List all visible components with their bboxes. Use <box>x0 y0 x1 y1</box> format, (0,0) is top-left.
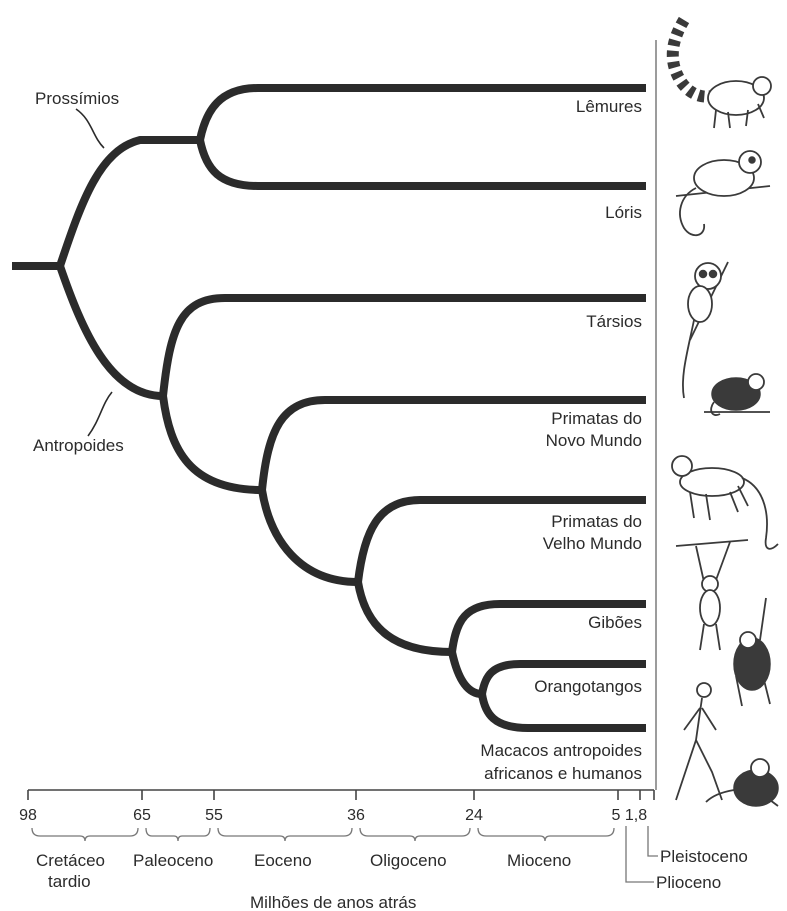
tarsier-branch <box>163 298 646 396</box>
lemurs-label: Lêmures <box>576 97 642 116</box>
hominoid-stem <box>358 582 452 652</box>
epoch-late-cretaceous-line2: tardio <box>48 872 91 891</box>
epoch-miocene: Mioceno <box>507 851 571 870</box>
new-world-label-line2: Novo Mundo <box>546 431 642 450</box>
epoch-oligocene: Oligoceno <box>370 851 447 870</box>
tarsier-icon <box>683 262 728 398</box>
animal-illustrations <box>656 20 778 806</box>
gibbons-label: Gibões <box>588 613 642 632</box>
tick-label-5: 5 <box>612 807 621 824</box>
orangutans-label: Orangotangos <box>534 677 642 696</box>
brace-paleocene <box>146 828 210 841</box>
african-ape-branch <box>482 694 646 728</box>
great-ape-stem <box>452 652 482 694</box>
gibbon-icon <box>676 540 748 650</box>
monkey-icon <box>704 374 770 415</box>
tick-label-24: 24 <box>465 807 483 824</box>
loris-branch <box>200 140 646 186</box>
tick-label-36: 36 <box>347 807 365 824</box>
african-apes-label-line1: Macacos antropoides <box>480 741 642 760</box>
prosimians-label: Prossímios <box>35 89 119 108</box>
tarsiers-label: Társios <box>586 312 642 331</box>
phylogenetic-tree <box>12 88 646 728</box>
taxon-labels: Lêmures Lóris Társios Primatas do Novo M… <box>480 97 642 783</box>
lorises-label: Lóris <box>605 203 642 222</box>
lemur-icon <box>673 20 771 128</box>
anthropoids-label: Antropoides <box>33 436 124 455</box>
axis-title: Milhões de anos atrás <box>250 893 416 911</box>
new-world-label-line1: Primatas do <box>551 409 642 428</box>
epoch-paleocene: Paleoceno <box>133 851 213 870</box>
time-axis: 98 65 55 36 24 5 1,8 Cretáceo tardio Pal… <box>19 790 748 911</box>
tick-label-98: 98 <box>19 807 37 824</box>
pleistocene-leader <box>648 826 658 856</box>
old-world-label-line1: Primatas do <box>551 512 642 531</box>
orangutan-icon <box>734 598 770 706</box>
haplorhine-stem <box>163 396 262 490</box>
epoch-eocene: Eoceno <box>254 851 312 870</box>
tick-label-1-8: 1,8 <box>625 807 647 824</box>
catarrhine-stem <box>262 490 358 582</box>
tick-label-55: 55 <box>205 807 223 824</box>
prosimians-leader-line <box>76 109 104 148</box>
epoch-late-cretaceous-line1: Cretáceo <box>36 851 105 870</box>
brace-miocene <box>478 828 614 841</box>
african-apes-label-line2: africanos e humanos <box>484 764 642 783</box>
tick-label-65: 65 <box>133 807 151 824</box>
epoch-pliocene: Plioceno <box>656 873 721 892</box>
chimpanzee-icon <box>706 759 778 806</box>
epoch-pleistocene: Pleistoceno <box>660 847 748 866</box>
brace-eocene <box>218 828 352 841</box>
guenon-icon <box>672 456 778 549</box>
pliocene-leader <box>626 826 654 882</box>
human-icon <box>676 683 722 800</box>
loris-icon <box>676 151 770 235</box>
prosimian-stem <box>60 140 200 266</box>
old-world-label-line2: Velho Mundo <box>543 534 642 553</box>
brace-oligocene <box>360 828 470 841</box>
anthropoid-stem <box>60 266 163 396</box>
anthropoids-leader-line <box>88 392 112 436</box>
brace-late-cretaceous <box>32 828 138 841</box>
